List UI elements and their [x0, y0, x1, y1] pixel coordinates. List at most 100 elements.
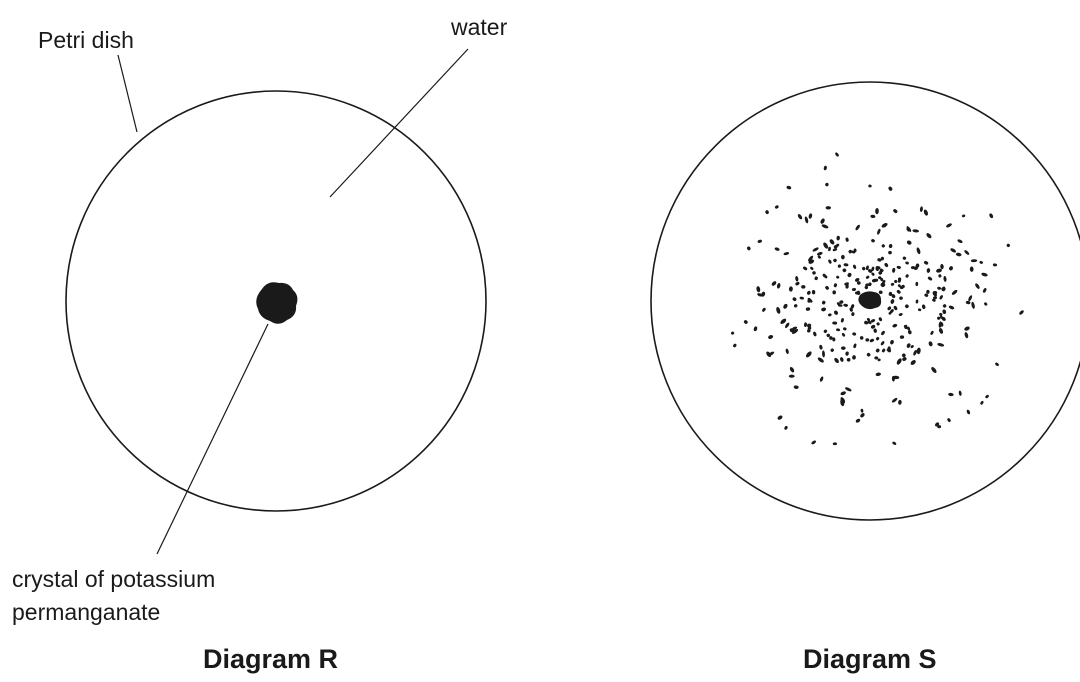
- particle: [823, 242, 829, 249]
- particle: [970, 259, 978, 263]
- particle: [888, 291, 893, 296]
- petri-dish-r: [65, 90, 487, 512]
- particle: [825, 285, 829, 290]
- particle: [747, 246, 751, 251]
- diagram-r: [65, 48, 487, 555]
- particle: [793, 304, 798, 308]
- particle: [897, 278, 901, 283]
- particle: [938, 321, 942, 328]
- particle: [804, 322, 807, 328]
- particle: [856, 281, 861, 285]
- particle: [940, 315, 943, 319]
- particle: [898, 399, 902, 405]
- particle: [880, 341, 885, 346]
- particle: [851, 312, 855, 317]
- particle: [908, 330, 912, 335]
- particle: [981, 272, 988, 277]
- potassium-permanganate-crystal: [256, 282, 298, 324]
- particle: [834, 357, 839, 364]
- particle: [890, 299, 895, 304]
- particle: [859, 336, 864, 340]
- particle: [784, 425, 788, 430]
- particle: [932, 292, 937, 297]
- particle: [931, 367, 937, 373]
- particle: [910, 360, 916, 365]
- diagram-s-caption: Diagram S: [803, 644, 937, 674]
- particle: [912, 229, 919, 233]
- particle: [881, 244, 885, 248]
- particle: [875, 348, 880, 353]
- diagram-r-caption: Diagram R: [203, 644, 339, 674]
- particle: [731, 331, 735, 335]
- particle: [938, 274, 942, 278]
- particle: [901, 353, 906, 358]
- particle: [844, 282, 849, 286]
- particle: [765, 210, 769, 215]
- particle: [878, 317, 883, 322]
- crystal-label-line-2: permanganate: [12, 599, 161, 625]
- particle: [875, 337, 880, 341]
- particle: [892, 323, 898, 328]
- particle: [836, 275, 840, 279]
- particle: [843, 263, 849, 267]
- particle: [768, 351, 775, 356]
- particle: [950, 248, 957, 253]
- particle: [893, 305, 898, 311]
- water-leader-line: [329, 48, 469, 198]
- particle: [888, 186, 893, 191]
- particle: [832, 248, 838, 252]
- particle: [812, 247, 819, 252]
- particle: [855, 418, 861, 423]
- particle: [892, 441, 897, 445]
- particle: [861, 266, 866, 271]
- particle: [821, 307, 827, 312]
- particle: [910, 345, 914, 349]
- petri-dish-s: [650, 81, 1080, 521]
- particle: [891, 375, 895, 382]
- particle: [823, 165, 827, 171]
- particle: [947, 418, 951, 423]
- particle: [806, 290, 811, 295]
- particle: [926, 289, 930, 294]
- particle: [840, 318, 844, 323]
- particle: [819, 376, 824, 382]
- particle: [965, 300, 971, 305]
- particle: [788, 286, 793, 292]
- particle: [833, 283, 837, 288]
- particle: [897, 284, 901, 288]
- particle: [850, 304, 855, 309]
- particle: [805, 307, 811, 311]
- particle: [808, 255, 814, 262]
- particle: [934, 422, 940, 427]
- particle: [793, 385, 799, 389]
- particle: [916, 347, 921, 355]
- diffusing-particles: [731, 152, 1024, 446]
- particle: [836, 235, 840, 241]
- particle: [1006, 243, 1010, 248]
- particle: [832, 337, 836, 342]
- particle: [907, 326, 911, 331]
- particle: [786, 185, 792, 190]
- particle: [802, 266, 808, 271]
- particle: [884, 262, 889, 268]
- particle: [869, 338, 875, 343]
- particle: [868, 269, 873, 273]
- particle: [957, 239, 963, 244]
- particle: [866, 317, 871, 322]
- particle: [868, 184, 872, 188]
- particle: [868, 282, 872, 287]
- particle: [785, 348, 789, 354]
- particle: [875, 267, 879, 272]
- particle: [817, 251, 823, 256]
- particle: [982, 288, 987, 293]
- particle: [948, 392, 954, 397]
- particle: [814, 276, 818, 281]
- particle: [817, 357, 824, 363]
- particle: [829, 239, 835, 245]
- particle: [942, 304, 947, 308]
- particle: [866, 352, 871, 357]
- particle: [761, 291, 766, 297]
- particle: [955, 252, 962, 257]
- particle: [823, 329, 828, 334]
- particle: [873, 328, 877, 333]
